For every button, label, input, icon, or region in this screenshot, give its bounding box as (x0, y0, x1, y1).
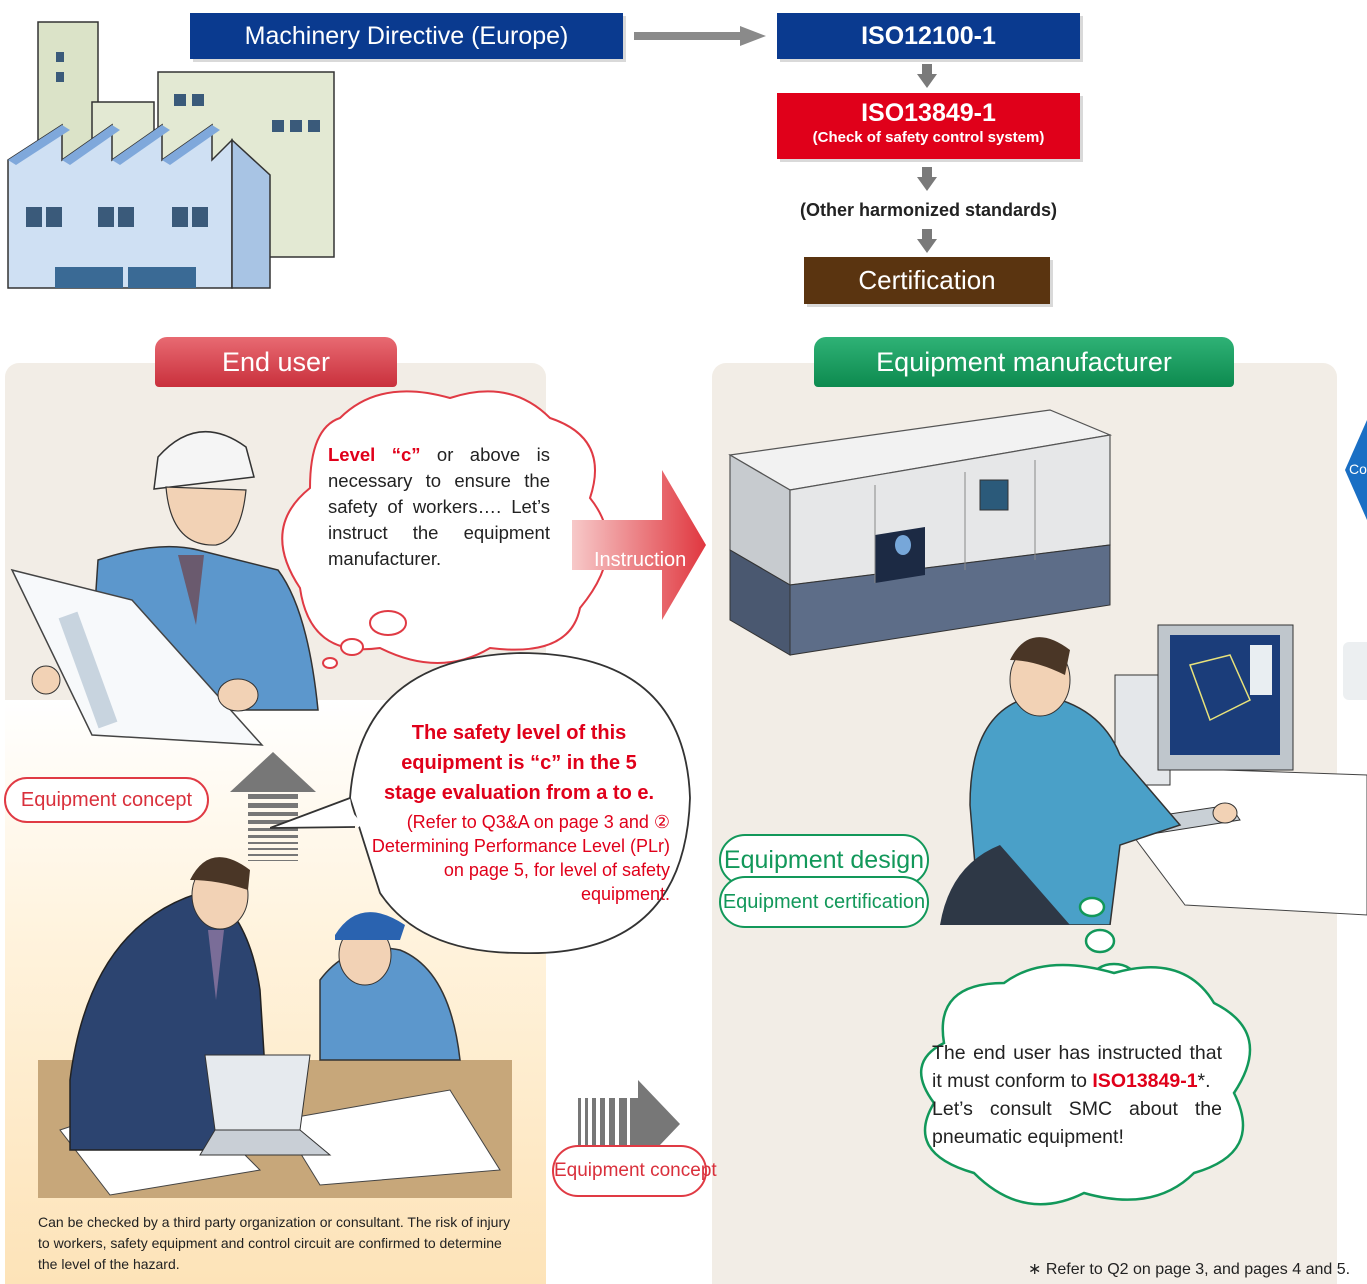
end-user-header: End user (155, 337, 397, 387)
iso13849-reference: ISO13849-1 (1092, 1070, 1198, 1092)
factory-illustration (7, 21, 335, 289)
iso12100-box: ISO12100-1 (777, 13, 1080, 59)
meeting-illustration (38, 857, 512, 1198)
end-user-worker-illustration (10, 430, 319, 746)
end-user-thought-bubble (281, 390, 609, 669)
directive-arrow (634, 26, 766, 46)
edge-tab-label: Co (1349, 461, 1367, 477)
iso13849-title: ISO13849-1 (861, 99, 996, 127)
edge-gray-block (1343, 642, 1367, 700)
down-arrow-3 (917, 229, 937, 253)
iso13849-box: ISO13849-1 (Check of safety control syst… (777, 93, 1080, 159)
end-user-bubble-text: Level “c” or above is necessary to ensur… (328, 442, 550, 572)
designer-at-computer-illustration (940, 624, 1367, 925)
end-user-caption: Can be checked by a third party organiza… (38, 1214, 511, 1272)
footnote: ∗ Refer to Q2 on page 3, and pages 4 and… (1028, 1261, 1351, 1278)
certification-box: Certification (804, 257, 1050, 304)
equipment-certification-pill: Equipment certification (719, 876, 929, 928)
safety-level-reference: (Refer to Q3&A on page 3 and ② Determini… (371, 812, 670, 904)
level-c-label: Level “c” (328, 444, 421, 465)
down-arrow-1 (917, 64, 937, 88)
asterisk-mark: *. (1197, 1070, 1211, 1092)
edge-tab-diamond[interactable] (1345, 420, 1367, 520)
manufacturer-concept-pill: Equipment concept (552, 1145, 717, 1197)
manufacturer-bubble-line1: The end user has instructed that it must… (932, 1042, 1222, 1092)
other-standards-label: (Other harmonized standards) (799, 200, 1058, 220)
manufacturer-bubble-text: The end user has instructed that it must… (932, 1039, 1222, 1151)
end-user-speech-bubble (270, 652, 691, 954)
manufacturer-header: Equipment manufacturer (814, 337, 1234, 387)
down-arrow-2 (917, 167, 937, 191)
instruction-label: Instruction (594, 549, 687, 571)
manufacturer-bubble-line2: Let’s consult SMC about the pneumatic eq… (932, 1098, 1222, 1148)
safety-level-statement: The safety level of this equipment is “c… (383, 722, 655, 804)
manufacturer-thought-bubble (919, 896, 1252, 1206)
up-arrow (230, 752, 316, 861)
instruction-arrow (572, 470, 706, 620)
machine-illustration (728, 409, 1113, 656)
end-user-concept-pill: Equipment concept (4, 777, 209, 823)
iso13849-subtitle: (Check of safety control system) (812, 129, 1045, 146)
end-user-bubble-body: or above is necessary to ensure the safe… (328, 444, 550, 569)
machinery-directive-box: Machinery Directive (Europe) (190, 13, 623, 59)
